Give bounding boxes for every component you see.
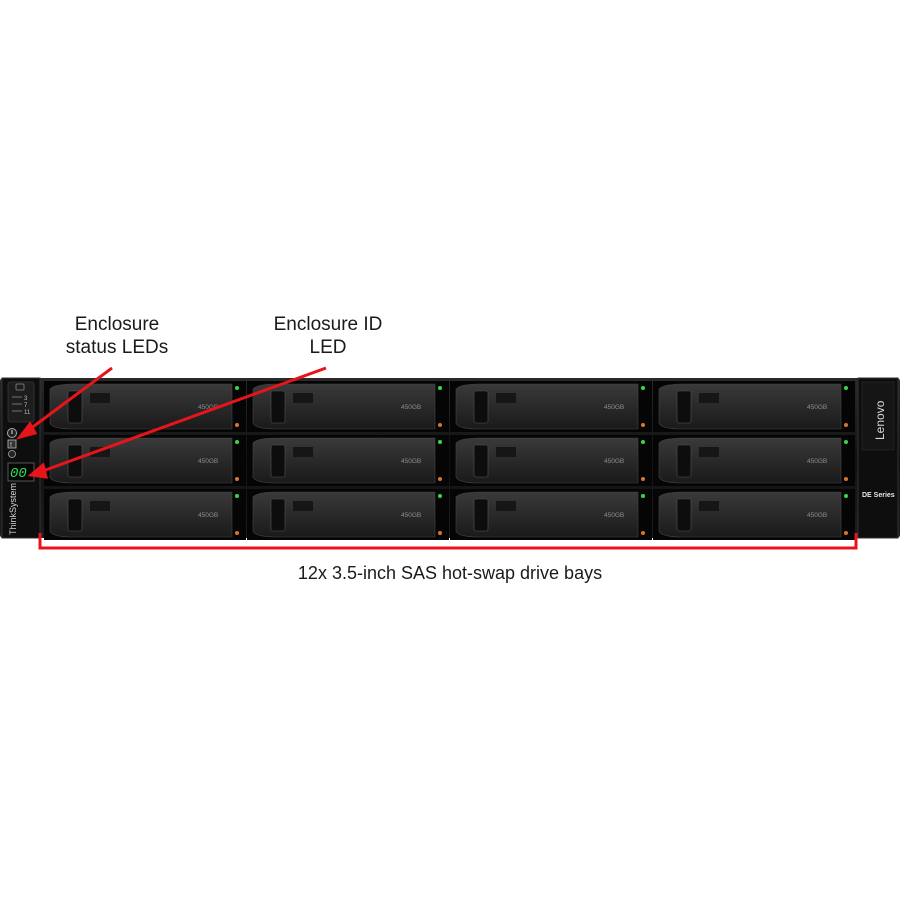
callout-enclosure-status-leds: Enclosure status LEDs [52, 313, 182, 359]
drive-latch[interactable] [270, 444, 286, 478]
drive-bay-9[interactable]: 450GB [44, 489, 246, 540]
drive-capacity-label: 450GB [401, 458, 421, 465]
drive-latch[interactable] [676, 498, 692, 532]
callout-id-line1: Enclosure ID [273, 314, 383, 335]
drive-bay-11[interactable]: 450GB [450, 489, 652, 540]
drive-activity-led [641, 440, 645, 444]
drive-fault-led [235, 477, 239, 481]
drive-activity-led [844, 440, 848, 444]
drive-latch[interactable] [67, 444, 83, 478]
drive-capacity-label: 450GB [807, 512, 827, 519]
drive-fault-led [438, 423, 442, 427]
status-led-panel: 3 7 11 [7, 381, 35, 423]
drive-activity-led [641, 494, 645, 498]
drive-latch[interactable] [676, 390, 692, 424]
drive-bay-6[interactable]: 450GB [247, 435, 449, 486]
drive-bay-2[interactable]: 450GB [247, 381, 449, 432]
drive-bay-3[interactable]: 450GB [450, 381, 652, 432]
drive-capacity-label: 450GB [604, 458, 624, 465]
status-led-label-3: 11 [24, 410, 31, 416]
drive-vent [699, 447, 719, 457]
drive-vent [90, 393, 110, 403]
drive-fault-led [641, 477, 645, 481]
drive-activity-led [235, 494, 239, 498]
drive-bay-5[interactable]: 450GB [44, 435, 246, 486]
drive-activity-led [235, 386, 239, 390]
callout-enclosure-id-led: Enclosure ID LED [258, 313, 398, 359]
drive-activity-led [438, 386, 442, 390]
drive-latch[interactable] [473, 390, 489, 424]
drive-fault-led [235, 531, 239, 535]
drive-capacity-label: 450GB [401, 512, 421, 519]
enclosure-id-display: 00 [7, 462, 35, 482]
drive-vent [90, 447, 110, 457]
callout-bays-text: 12x 3.5-inch SAS hot-swap drive bays [297, 563, 603, 583]
drive-vent [293, 501, 313, 511]
drive-latch[interactable] [270, 498, 286, 532]
drive-vent [699, 501, 719, 511]
drive-bay-7[interactable]: 450GB [450, 435, 652, 486]
drive-capacity-label: 450GB [807, 404, 827, 411]
drive-fault-led [438, 531, 442, 535]
drive-fault-led [844, 477, 848, 481]
drive-activity-led [235, 440, 239, 444]
drive-capacity-label: 450GB [604, 404, 624, 411]
drive-capacity-label: 450GB [198, 458, 218, 465]
drive-vent [496, 393, 516, 403]
drive-activity-led [438, 440, 442, 444]
drive-vent [90, 501, 110, 511]
drive-fault-led [844, 531, 848, 535]
drive-latch[interactable] [676, 444, 692, 478]
locate-led-icon [8, 450, 16, 458]
callout-status-line1: Enclosure [74, 314, 160, 335]
drive-latch[interactable] [270, 390, 286, 424]
drive-vent [293, 393, 313, 403]
drive-fault-led [438, 477, 442, 481]
drive-vent [293, 447, 313, 457]
drive-fault-led [235, 423, 239, 427]
drive-capacity-label: 450GB [401, 404, 421, 411]
drive-latch[interactable] [473, 444, 489, 478]
svg-text:!: ! [10, 442, 12, 449]
drive-activity-led [844, 386, 848, 390]
drive-bay-12[interactable]: 450GB [653, 489, 855, 540]
power-button-icon[interactable] [7, 428, 17, 438]
drive-fault-led [641, 531, 645, 535]
drive-capacity-label: 450GB [198, 512, 218, 519]
drive-bay-8[interactable]: 450GB [653, 435, 855, 486]
drive-capacity-label: 450GB [604, 512, 624, 519]
drive-capacity-label: 450GB [198, 404, 218, 411]
brand-thinksystem: ThinkSystem [8, 483, 18, 535]
callout-status-line2: status LEDs [65, 337, 169, 358]
brand-lenovo: Lenovo [873, 400, 887, 440]
callout-drive-bays: 12x 3.5-inch SAS hot-swap drive bays [200, 562, 700, 585]
drive-bay-4[interactable]: 450GB [653, 381, 855, 432]
drive-latch[interactable] [473, 498, 489, 532]
drive-fault-led [844, 423, 848, 427]
drive-vent [699, 393, 719, 403]
drive-vent [496, 447, 516, 457]
drive-fault-led [641, 423, 645, 427]
drive-vent [496, 501, 516, 511]
drive-activity-led [438, 494, 442, 498]
drive-latch[interactable] [67, 390, 83, 424]
callout-id-line2: LED [309, 337, 347, 358]
series-label: DE Series [862, 492, 895, 499]
attention-led-icon: ! [7, 439, 17, 449]
drive-bay-10[interactable]: 450GB [247, 489, 449, 540]
drive-bay-1[interactable]: 450GB [44, 381, 246, 432]
drive-activity-led [844, 494, 848, 498]
svg-text:00: 00 [10, 466, 27, 482]
drive-activity-led [641, 386, 645, 390]
drive-capacity-label: 450GB [807, 458, 827, 465]
drive-latch[interactable] [67, 498, 83, 532]
